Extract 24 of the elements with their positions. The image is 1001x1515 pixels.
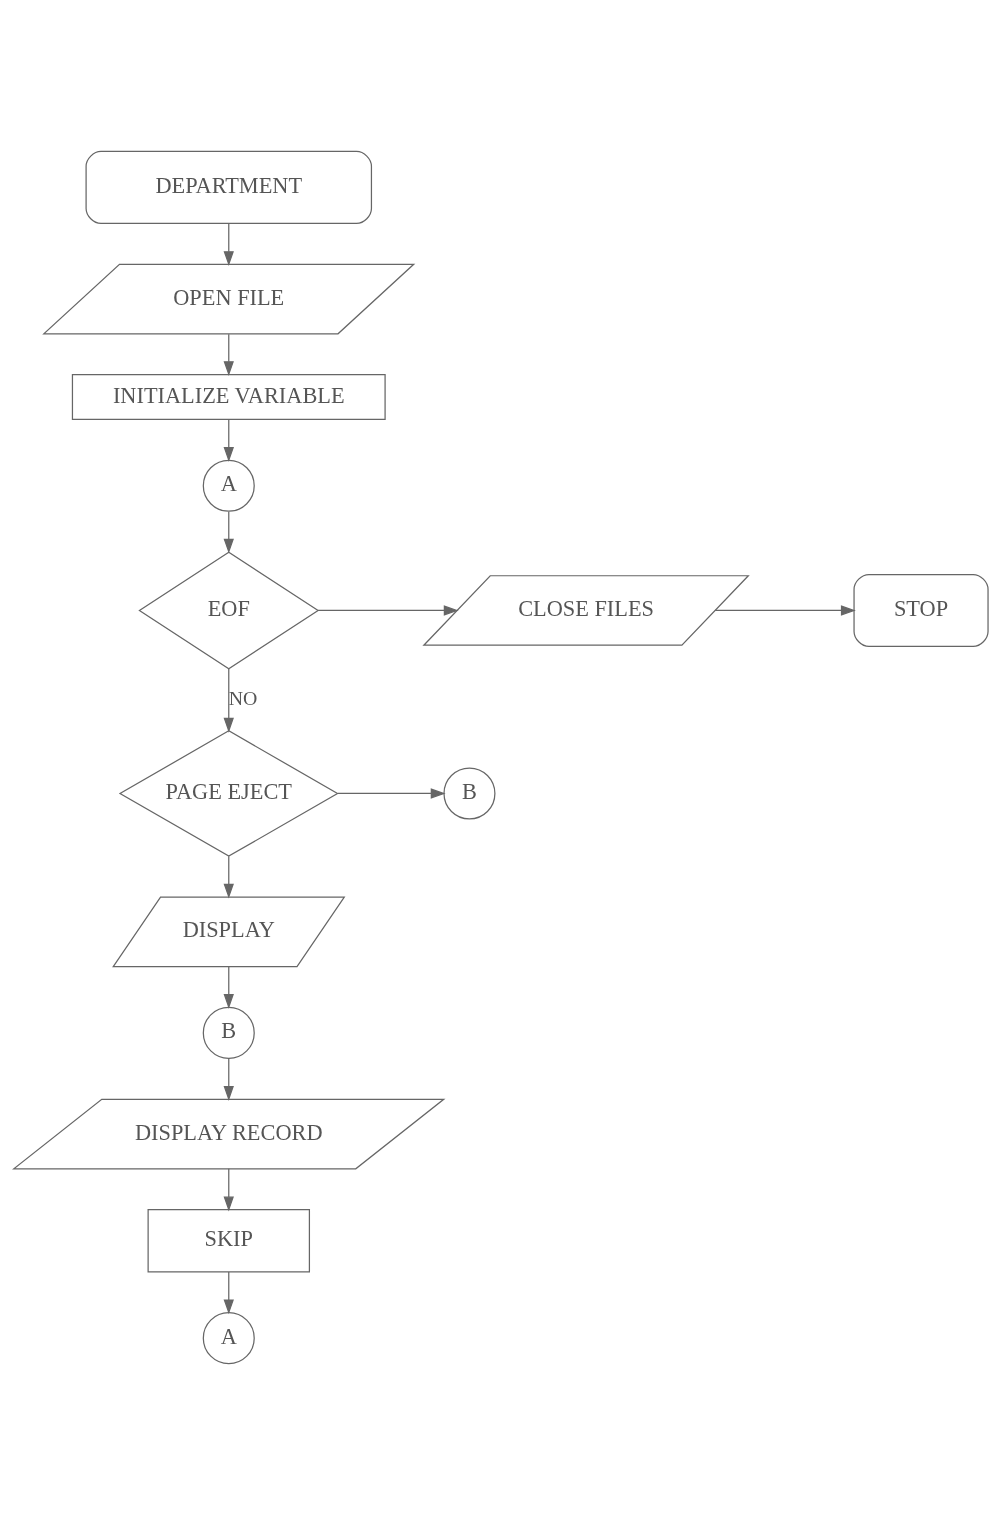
node-circle: B xyxy=(202,1006,255,1059)
arrow xyxy=(223,1057,234,1101)
arrow xyxy=(223,966,234,1009)
node-box: INITIALIZE VARIABLE xyxy=(71,374,386,420)
node-diamond: PAGE EJECT xyxy=(118,730,339,857)
arrow xyxy=(223,1168,234,1212)
node-box: STOP xyxy=(852,573,989,648)
arrow xyxy=(223,1271,234,1315)
arrow xyxy=(223,511,234,554)
arrow xyxy=(223,855,234,899)
edge-label: NO xyxy=(228,686,257,709)
node-box: SKIP xyxy=(147,1209,310,1273)
arrow xyxy=(336,788,446,799)
arrow xyxy=(316,605,459,616)
arrow xyxy=(223,223,234,267)
arrow xyxy=(223,333,234,377)
arrow xyxy=(223,668,234,733)
node-circle: A xyxy=(202,1312,255,1365)
node-circle: A xyxy=(202,459,255,512)
node-box: DEPARTMENT xyxy=(84,150,372,224)
arrow xyxy=(223,419,234,462)
node-circle: B xyxy=(442,767,495,820)
node-diamond: EOF xyxy=(137,551,319,670)
arrow xyxy=(714,605,856,616)
